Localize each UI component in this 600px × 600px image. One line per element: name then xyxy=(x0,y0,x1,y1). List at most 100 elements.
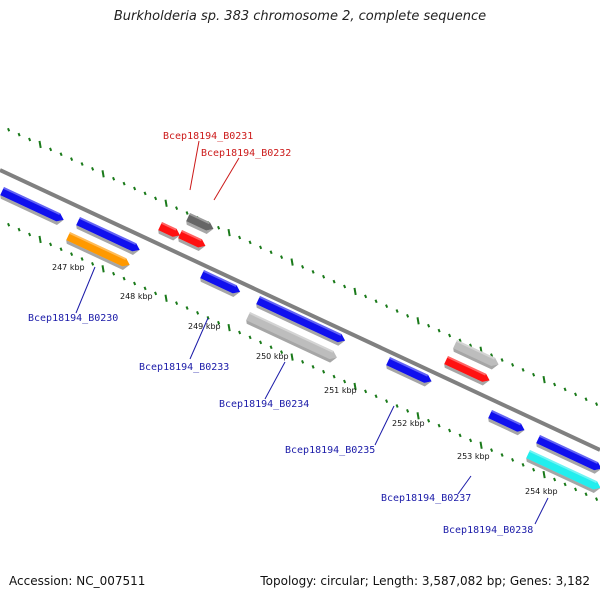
outer-tick xyxy=(185,211,189,215)
outer-tick xyxy=(521,367,525,372)
outer-tick xyxy=(301,265,305,269)
outer-tick xyxy=(311,269,315,274)
outer-tick xyxy=(269,250,273,255)
outer-tick xyxy=(28,137,32,142)
outer-tick xyxy=(448,333,452,338)
kbp-label: 250 kbp xyxy=(256,352,289,361)
outer-tick xyxy=(584,397,588,402)
inner-tick xyxy=(479,441,483,449)
inner-tick xyxy=(38,235,42,244)
outer-tick xyxy=(490,353,494,358)
inner-tick xyxy=(542,470,546,479)
accession-text: Accession: NC_007511 xyxy=(9,574,146,588)
inner-tick xyxy=(332,374,336,379)
inner-tick-track xyxy=(7,222,599,502)
inner-tick xyxy=(490,448,494,453)
outer-tick xyxy=(59,152,63,157)
outer-tick xyxy=(248,240,252,245)
gene-label[interactable]: Bcep18194_B0235 xyxy=(285,445,375,456)
kbp-label: 252 kbp xyxy=(392,419,425,428)
chromosome-backbone xyxy=(0,168,600,452)
gene-arrow xyxy=(66,232,130,270)
kbp-label: 249 kbp xyxy=(188,322,221,331)
inner-tick xyxy=(80,257,84,261)
gene-label[interactable]: Bcep18194_B0238 xyxy=(443,525,533,536)
inner-tick xyxy=(49,242,53,247)
gene-label[interactable]: Bcep18194_B0232 xyxy=(201,148,291,159)
inner-tick xyxy=(164,294,168,302)
outer-tick xyxy=(553,382,557,387)
inner-tick xyxy=(59,247,63,252)
inner-tick xyxy=(7,222,11,227)
outer-tick xyxy=(437,328,441,333)
gene-arrow xyxy=(453,340,499,370)
outer-tick xyxy=(217,225,221,230)
kbp-label: 254 kbp xyxy=(525,487,558,496)
label-leader-line xyxy=(374,405,395,446)
inner-tick xyxy=(269,345,273,350)
gene-arrow xyxy=(526,450,600,494)
outer-tick xyxy=(406,314,410,318)
outer-tick xyxy=(322,274,326,279)
inner-tick xyxy=(374,394,378,399)
inner-tick xyxy=(563,482,567,487)
gene-arrow xyxy=(444,356,490,386)
inner-tick xyxy=(584,492,588,497)
inner-tick xyxy=(175,301,179,306)
gene-arrow xyxy=(536,435,600,474)
label-leader-lines xyxy=(75,140,549,525)
gene-label[interactable]: Bcep18194_B0234 xyxy=(219,399,309,410)
inner-tick xyxy=(500,453,504,457)
genome-info-text: Topology: circular; Length: 3,587,082 bp… xyxy=(260,574,590,588)
kbp-label: 247 kbp xyxy=(52,263,85,272)
gene-label[interactable]: Bcep18194_B0231 xyxy=(163,131,253,142)
inner-tick xyxy=(322,369,326,374)
inner-tick xyxy=(185,306,189,310)
outer-tick xyxy=(49,147,53,152)
inner-tick xyxy=(112,271,116,276)
inner-tick xyxy=(101,265,105,273)
outer-tick xyxy=(238,235,242,240)
inner-tick xyxy=(70,252,74,257)
outer-tick xyxy=(133,186,137,191)
outer-tick xyxy=(385,304,389,309)
label-leader-line xyxy=(264,361,286,400)
outer-tick xyxy=(7,127,11,132)
outer-tick xyxy=(17,132,21,137)
inner-tick xyxy=(133,281,137,286)
inner-tick xyxy=(217,320,221,325)
inner-tick xyxy=(301,360,305,364)
inner-tick xyxy=(154,291,158,296)
inner-tick xyxy=(521,462,525,467)
gene-arrow xyxy=(158,222,181,241)
gene-label[interactable]: Bcep18194_B0230 xyxy=(28,313,118,324)
label-leader-line xyxy=(75,266,96,314)
label-leader-line xyxy=(534,497,549,525)
inner-tick xyxy=(406,409,410,413)
inner-tick xyxy=(143,286,147,291)
label-leader-line xyxy=(457,475,472,495)
inner-tick xyxy=(196,311,200,315)
outer-tick xyxy=(574,392,578,397)
inner-tick xyxy=(259,340,263,345)
outer-tick xyxy=(469,343,473,348)
inner-tick xyxy=(469,438,473,443)
inner-tick xyxy=(227,323,231,332)
gene-label[interactable]: Bcep18194_B0237 xyxy=(381,493,471,504)
inner-tick xyxy=(311,364,315,369)
gene-label[interactable]: Bcep18194_B0233 xyxy=(139,362,229,373)
inner-tick xyxy=(17,227,21,232)
label-leader-line xyxy=(213,157,240,201)
outer-tick xyxy=(364,294,368,299)
inner-tick xyxy=(353,382,357,391)
gene-arrow xyxy=(246,312,337,363)
inner-tick xyxy=(343,379,347,384)
inner-tick xyxy=(91,262,95,266)
outer-tick xyxy=(143,191,147,196)
outer-tick xyxy=(595,402,599,407)
outer-tick-track xyxy=(7,127,599,407)
outer-tick xyxy=(511,363,515,367)
outer-tick xyxy=(175,206,179,211)
